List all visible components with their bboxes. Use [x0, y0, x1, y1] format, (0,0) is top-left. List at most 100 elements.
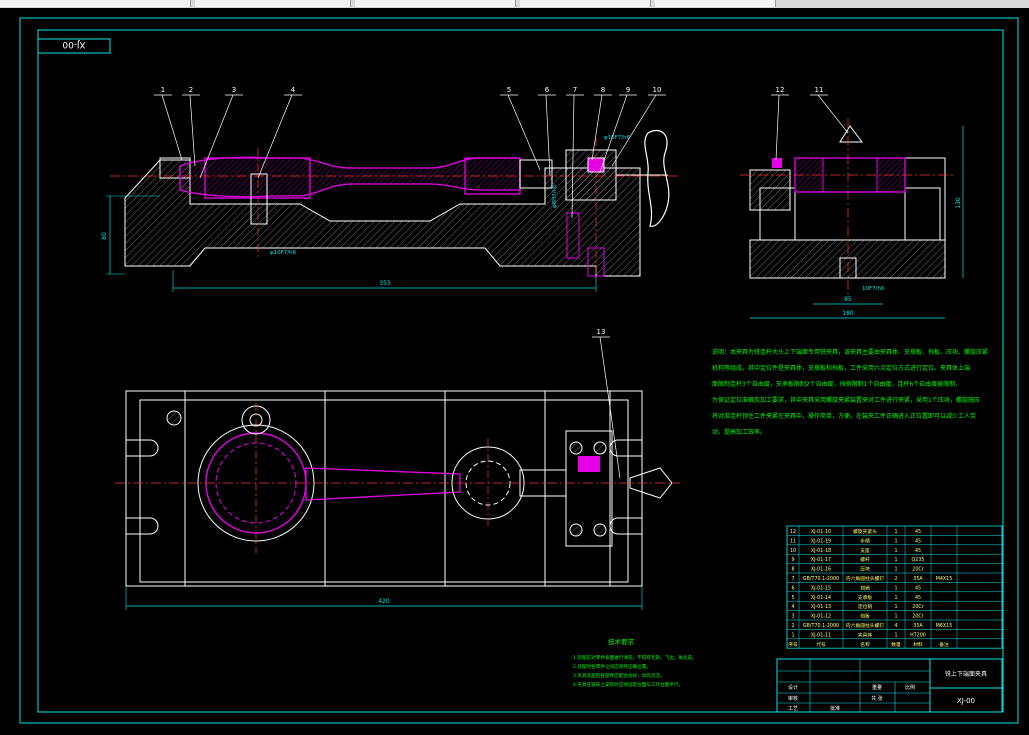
bom-cell: 1: [894, 595, 897, 601]
callout-number: 3: [232, 86, 236, 94]
bom-cell: 1: [894, 614, 897, 620]
bom-cell: 螺杆: [860, 556, 870, 563]
callout-leader: [161, 94, 183, 161]
front-handle: [644, 129, 670, 227]
front-locating-pin: [250, 173, 268, 225]
toolbar-tab[interactable]: [655, 0, 776, 7]
bom-cell: 35A: [913, 576, 923, 582]
bom-cell: 8: [791, 567, 794, 573]
bom-header-cell: 序号: [788, 641, 798, 648]
outer-border: [19, 17, 1019, 724]
bom-cell: 11: [790, 538, 796, 544]
front-dim-height: 80: [101, 232, 108, 240]
bom-header-cell: 代号: [816, 641, 826, 648]
title-drawing-name: 铣上下端面夹具: [945, 670, 987, 678]
drawing-sheet: XJ-00 353 80 φ10F7/h6 φ10F7/h6: [19, 17, 1019, 724]
toolbar-tab[interactable]: [195, 0, 351, 7]
title-designer: 设计: [788, 684, 798, 691]
bom-cell: 1: [894, 567, 897, 573]
callout-leader: [599, 336, 621, 479]
bom-header-cell: 名称: [860, 641, 870, 648]
callout-leader: [817, 94, 849, 134]
bom-cell: 2: [791, 623, 794, 629]
callout-leader: [199, 94, 234, 179]
bom-cell: 45: [915, 529, 921, 535]
plan-view: 420: [115, 390, 680, 610]
toolbar-strip: [0, 0, 1029, 8]
plan-base: [125, 390, 643, 587]
bom-cell: XJ-01-19: [811, 538, 831, 544]
bom-cell: XJ-01-11: [811, 632, 831, 638]
front-dim-width: 353: [379, 280, 391, 287]
bom-cell: GB/T70.1-2000: [803, 576, 839, 582]
bom-cell: 1: [894, 529, 897, 535]
inner-border: [37, 29, 1004, 713]
side-left-lug: [749, 169, 791, 211]
side-fit: 10F7/h6: [862, 286, 885, 292]
bom-cell: 支座: [860, 547, 870, 554]
bom-cell: 7: [791, 576, 794, 582]
toolbar-tab[interactable]: [355, 0, 516, 7]
toolbar-tab[interactable]: [0, 0, 191, 7]
bom-cell: 夹具体: [858, 631, 873, 638]
drawing-no-tag-box: [37, 38, 111, 54]
tech-requirements: 技术要求 1.装配前对零件表面进行清洗，不得有毛刺，飞边，氧化皮。2.装配时各零…: [573, 637, 697, 688]
bom-cell: 20Cr: [912, 567, 923, 573]
bom-cell: 手柄: [860, 537, 870, 544]
bom-cell: 内六角圆柱头螺钉: [846, 622, 885, 629]
callout-number: 1: [161, 86, 165, 94]
callout-number: 2: [189, 86, 193, 94]
callout-number: 10: [653, 86, 662, 94]
bom-cell: 1: [894, 548, 897, 554]
bom-cell: XJ-01-13: [811, 604, 831, 610]
callout-leader: [507, 94, 541, 171]
front-rod-section: [179, 156, 521, 198]
callout-leader: [545, 94, 551, 177]
bom-cell: XJ-01-17: [811, 557, 831, 563]
bom-cell: 挡板: [860, 613, 870, 620]
bom-cell: 6: [791, 585, 794, 591]
callout-leader: [611, 94, 657, 167]
side-view: 130 85 180 10F7/h6: [740, 118, 964, 319]
callout-leader: [591, 94, 603, 161]
toolbar-tab[interactable]: [520, 0, 651, 7]
side-dim-inner: 85: [844, 296, 852, 303]
bom-cell: 1: [894, 632, 897, 638]
notes-block: 说明：本夹具为铣连杆大头上下端面专用铣夹具，该夹具主要由夹具体、支撑板、挡板、压…: [712, 348, 988, 436]
bom-cell: XJ-01-15: [811, 585, 831, 591]
bom-cell: XJ-01-10: [811, 529, 831, 535]
bom-cell: 2: [894, 576, 897, 582]
title-check: 审核: [788, 695, 798, 702]
callout-number: 6: [545, 86, 550, 94]
callout-leader: [599, 94, 628, 173]
cad-canvas[interactable]: XJ-00 353 80 φ10F7/h6 φ10F7/h6: [0, 8, 1029, 731]
title-scale: 比例: [905, 684, 915, 691]
callout-number: 7: [573, 86, 577, 94]
front-fit-top: φ10F7/h6: [604, 135, 631, 141]
bom-cell: 1: [894, 538, 897, 544]
note-line: 动，提高加工效率。: [712, 428, 766, 436]
tech-req-title: 技术要求: [608, 637, 635, 646]
bom-cell: GB/T70.1-2000: [803, 623, 839, 629]
bom-cell: 35A: [913, 623, 923, 629]
side-screw: [772, 158, 782, 168]
bom-cell: HT200: [910, 632, 926, 638]
bom-cell: M6X15: [936, 623, 953, 629]
side-right-post: [904, 187, 941, 241]
plan-dim-width: 420: [378, 598, 390, 605]
side-base: [749, 239, 946, 279]
drawing-no-tag: XJ-00: [62, 39, 85, 49]
bom-cell: 定位销: [858, 603, 873, 610]
callout-number: 8: [601, 86, 605, 94]
callout-number: 4: [291, 86, 296, 94]
bom-header-cell: 数量: [891, 641, 901, 648]
bom-header-cell: 材料: [913, 641, 923, 648]
bom-cell: 3: [791, 614, 794, 620]
title-approve: 批准: [830, 705, 840, 712]
note-line: 面限制连杆3个自由度，支承板限制2个自由度，挡销限制1个自由度，连杆6个自由度被…: [712, 380, 961, 388]
bom-cell: Q235: [912, 557, 925, 563]
plan-rod-shank: [305, 467, 461, 501]
tech-req-line: 2.装配时各零件之间应保持正确位置。: [573, 663, 651, 670]
